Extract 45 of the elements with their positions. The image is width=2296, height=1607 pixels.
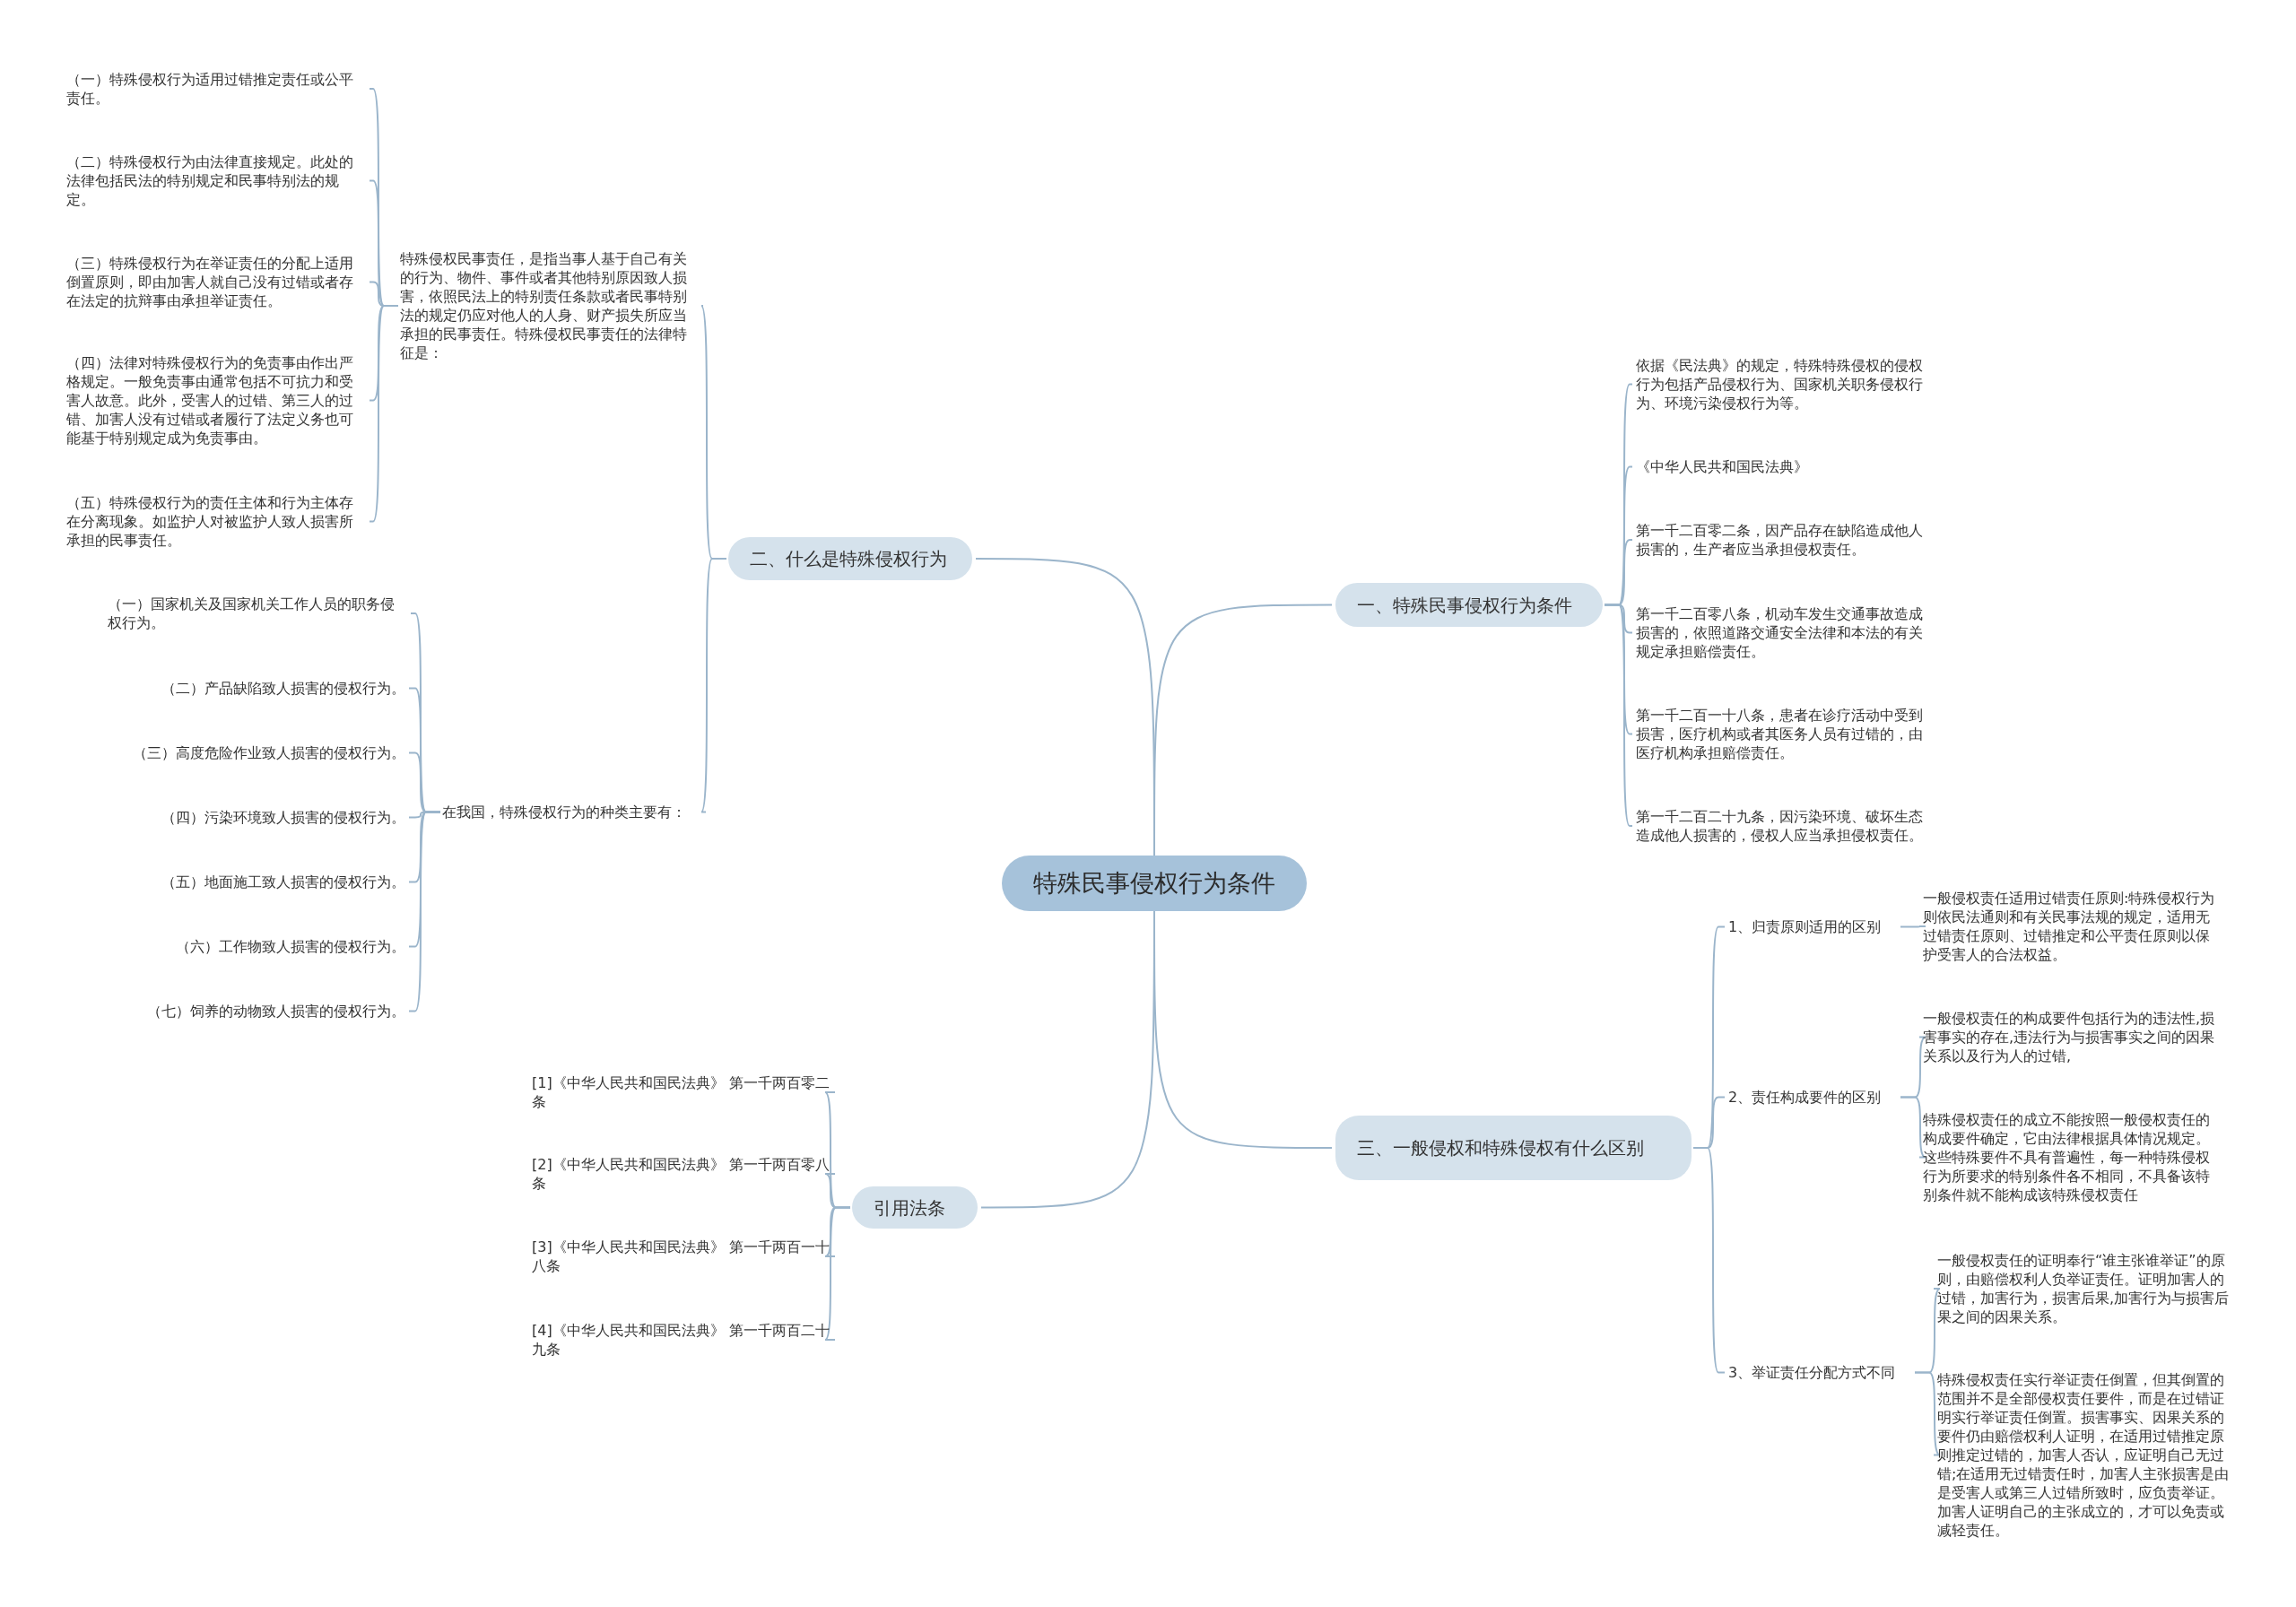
- central-topic: 特殊民事侵权行为条件: [1002, 856, 1307, 911]
- topic-text: [2]《中华人民共和国民法典》 第一千两百零八条: [532, 1155, 831, 1193]
- connector-line: [1692, 1147, 1726, 1374]
- topic-text: [3]《中华人民共和国民法典》 第一千两百一十八条: [532, 1238, 831, 1275]
- topic-text: （三）特殊侵权行为在举证责任的分配上适用倒置原则，即由加害人就自己没有过错或者存在法定的抗辩事由承担举证责任。: [66, 254, 366, 310]
- topic-text: （五）地面施工致人损害的侵权行为。: [90, 873, 405, 891]
- topic-text: 一般侵权责任适用过错责任原则:特殊侵权行为则依民法通则和有关民事法规的规定，适用无过错责任原则、过错推定和公平责任原则以保护受害人的合法权益。: [1923, 889, 2222, 964]
- branch-topic: 二、什么是特殊侵权行为: [728, 537, 972, 580]
- topic-text: （二）产品缺陷致人损害的侵权行为。: [90, 679, 405, 698]
- topic-text: 3、举证责任分配方式不同: [1728, 1363, 1913, 1382]
- topic-text: 一般侵权责任的证明奉行“谁主张谁举证”的原则，由赔偿权利人负举证责任。证明加害人的过错，加害行为，损害后果,加害行为与损害后果之间的因果关系。: [1937, 1251, 2237, 1326]
- topic-text: （四）法律对特殊侵权行为的免责事由作出严格规定。一般免责事由通常包括不可抗力和受害人故意。此外，受害人的过错、第三人的过错、加害人没有过错或者履行了法定义务也可能基于特别规定成为免责事由。: [66, 353, 366, 447]
- connector-line: [824, 1206, 851, 1341]
- topic-text: 依据《民法典》的规定，特殊特殊侵权的侵权行为包括产品侵权行为、国家机关职务侵权行为、环境污染侵权行为等。: [1636, 356, 1935, 413]
- topic-text: （一）特殊侵权行为适用过错推定责任或公平责任。: [66, 70, 366, 108]
- topic-text: （五）特殊侵权行为的责任主体和行为主体存在分离现象。如监护人对被监护人致人损害所承担的民事责任。: [66, 493, 366, 550]
- connector-line: [369, 305, 399, 523]
- topic-text: （三）高度危险作业致人损害的侵权行为。: [90, 743, 405, 762]
- connector-line: [1900, 1096, 1926, 1159]
- topic-text: 一般侵权责任的构成要件包括行为的违法性,损害事实的存在,违法行为与损害事实之间的因果关系以及行为人的过错,: [1923, 1009, 2222, 1065]
- topic-text: 《中华人民共和国民法典》: [1636, 457, 1935, 476]
- connector-line: [700, 558, 727, 813]
- connector-line: [1914, 1371, 1941, 1456]
- topic-text: 1、归责原则适用的区别: [1728, 917, 1899, 936]
- topic-text: （二）特殊侵权行为由法律直接规定。此处的法律包括民法的特别规定和民事特别法的规定。: [66, 152, 366, 209]
- topic-text: 特殊侵权责任实行举证责任倒置，但其倒置的范围并不是全部侵权责任要件，而是在过错证明实行举证责任倒置。损害事实、因果关系的要件仍由赔偿权利人证明，在适用过错推定原则推定过错的，加害人否认，应证明自己无过错;在适用无过错责任时，加害人主张损害是由是受害人或第三人过错所致时，应负责举证。加害人证明自己的主张成立的，才可以免责或减轻责任。: [1937, 1370, 2237, 1540]
- topic-text: 第一千二百零二条，因产品存在缺陷造成他人损害的，生产者应当承担侵权责任。: [1636, 521, 1935, 559]
- topic-text: （六）工作物致人损害的侵权行为。: [90, 937, 405, 956]
- topic-text: 第一千二百二十九条，因污染环境、破坏生态造成他人损害的，侵权人应当承担侵权责任。: [1636, 807, 1935, 845]
- topic-text: （一）国家机关及国家机关工作人员的职务侵权行为。: [108, 595, 407, 632]
- topic-text: 特殊侵权责任的成立不能按照一般侵权责任的构成要件确定，它由法律根据具体情况规定。这些特殊要件不具有普遍性，每一种特殊侵权行为所要求的特别条件各不相同，不具备该特别条件就不能构成该特殊侵权责任: [1923, 1110, 2222, 1204]
- branch-topic: 一、特殊民事侵权行为条件: [1335, 583, 1603, 627]
- topic-text: 第一千二百零八条，机动车发生交通事故造成损害的，依照道路交通安全法律和本法的有关规定承担赔偿责任。: [1636, 604, 1935, 661]
- branch-topic: 引用法条: [852, 1186, 978, 1229]
- topic-text: 2、责任构成要件的区别: [1728, 1088, 1899, 1107]
- connector-line: [1604, 604, 1633, 827]
- topic-text: （七）饲养的动物致人损害的侵权行为。: [90, 1002, 405, 1021]
- topic-text: 在我国，特殊侵权行为的种类主要有：: [442, 803, 702, 821]
- topic-text: 第一千二百一十八条，患者在诊疗活动中受到损害，医疗机构或者其医务人员有过错的，由医疗机构承担赔偿责任。: [1636, 706, 1935, 762]
- branch-topic: 三、一般侵权和特殊侵权有什么区别: [1335, 1116, 1692, 1180]
- topic-text: （四）污染环境致人损害的侵权行为。: [90, 808, 405, 827]
- topic-text: 特殊侵权民事责任，是指当事人基于自己有关的行为、物件、事件或者其他特别原因致人损害，依照民法上的特别责任条款或者民事特别法的规定仍应对他人的人身、财产损失所应当承担的民事责任。特殊侵权民事责任的法律特征是：: [400, 249, 700, 362]
- topic-text: [1]《中华人民共和国民法典》 第一千两百零二条: [532, 1073, 831, 1111]
- connector-line: [1900, 925, 1926, 928]
- topic-text: [4]《中华人民共和国民法典》 第一千两百二十九条: [532, 1321, 831, 1359]
